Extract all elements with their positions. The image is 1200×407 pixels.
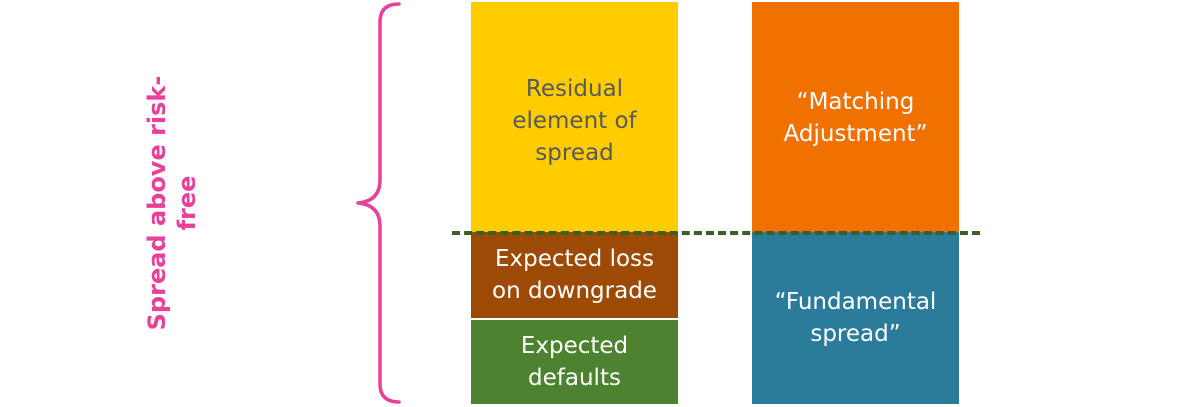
brace-path xyxy=(356,2,401,404)
fundamental-spread-box: “Fundamental spread” xyxy=(752,232,959,404)
expected-loss-downgrade-box: Expected loss on downgrade xyxy=(471,232,678,318)
curly-brace-icon xyxy=(356,2,401,404)
residual-element-box: Residual element of spread xyxy=(471,2,678,232)
expected-defaults-box: Expected defaults xyxy=(471,320,678,404)
spread-above-risk-free-label: Spread above risk- free xyxy=(143,75,201,331)
dashed-divider-line xyxy=(452,231,980,235)
matching-adjustment-box: “Matching Adjustment” xyxy=(752,2,959,232)
